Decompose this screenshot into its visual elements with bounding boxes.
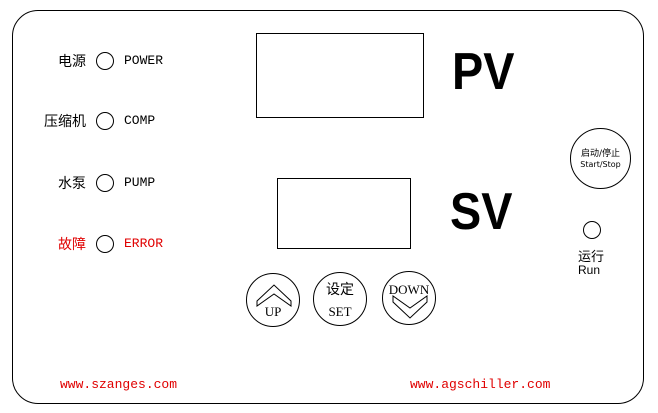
pv-label: PV <box>452 43 515 101</box>
start-stop-label-cn: 启动/停止 <box>580 149 621 159</box>
pump-label-en: PUMP <box>124 175 156 190</box>
down-arrow-icon <box>392 295 428 319</box>
start-stop-button[interactable]: 启动/停止 Start/Stop <box>570 128 631 189</box>
up-label: UP <box>264 304 282 319</box>
footer-url-left: www.szanges.com <box>60 377 178 392</box>
error-led <box>96 235 114 253</box>
comp-label-en: COMP <box>124 113 156 128</box>
start-stop-label-en: Start/Stop <box>580 160 621 169</box>
error-label-en: ERROR <box>124 236 164 251</box>
footer-url-right: www.agschiller.com <box>410 377 551 392</box>
run-label-cn: 运行 <box>578 250 605 265</box>
pump-label-cn: 水泵 <box>58 176 86 192</box>
up-button[interactable]: UP <box>246 273 300 327</box>
sv-display <box>277 178 411 249</box>
run-label-en: Run <box>578 263 601 277</box>
down-button[interactable]: DOWN <box>382 271 436 325</box>
comp-led <box>96 112 114 130</box>
power-label-en: POWER <box>124 53 164 68</box>
error-label-cn: 故障 <box>58 237 86 253</box>
set-label-en: SET <box>328 304 352 319</box>
sv-label: SV <box>450 183 513 241</box>
comp-label-cn: 压缩机 <box>44 114 86 130</box>
run-led <box>583 221 601 239</box>
control-panel <box>12 10 644 404</box>
pump-led <box>96 174 114 192</box>
set-label-cn: 设定 <box>326 282 354 298</box>
down-label: DOWN <box>388 282 430 297</box>
up-arrow-icon <box>256 284 292 307</box>
pv-display <box>256 33 424 118</box>
power-led <box>96 52 114 70</box>
power-label-cn: 电源 <box>58 54 86 70</box>
set-button[interactable]: 设定 SET <box>313 272 367 326</box>
